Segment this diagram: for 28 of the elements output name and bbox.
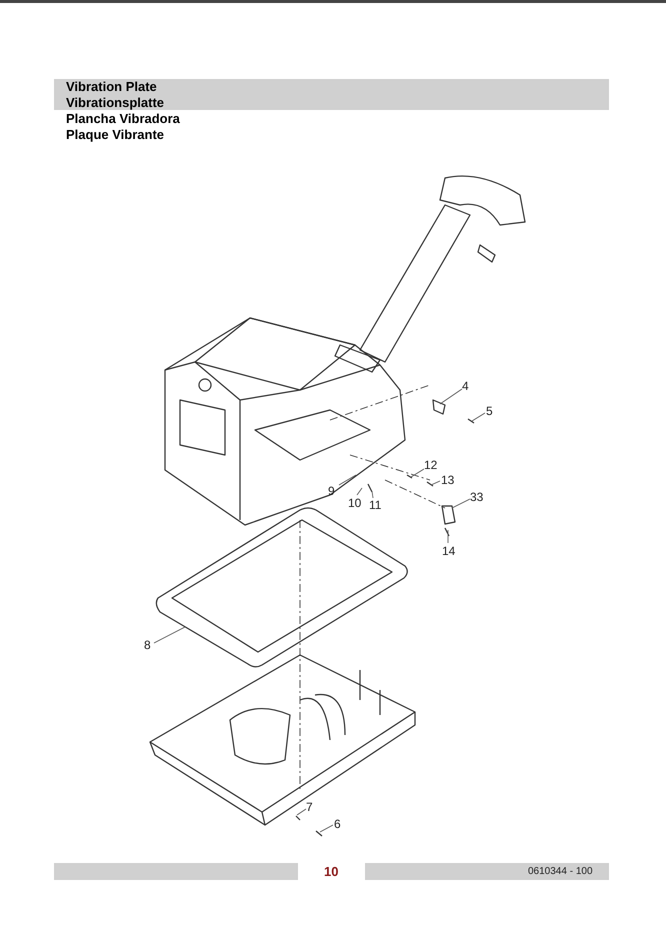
subtitle: Plaque Vibrante — [66, 127, 164, 143]
subtitle: Plancha Vibradora — [66, 111, 180, 127]
callout-number: 5 — [486, 404, 493, 418]
callout-number: 11 — [369, 498, 382, 512]
title: Vibration Plate — [66, 79, 157, 95]
callout-number: 13 — [441, 473, 454, 487]
leader-line — [372, 490, 374, 498]
callout-number: 6 — [334, 817, 341, 831]
callout-number: 12 — [424, 458, 438, 472]
callout-number: 14 — [442, 544, 456, 558]
leader-line — [356, 488, 362, 496]
document-number: 0610344 - 100 — [528, 865, 593, 879]
leader-line — [320, 824, 334, 832]
leader-line — [296, 808, 306, 816]
leader-line — [154, 626, 186, 644]
leader-line — [472, 412, 486, 422]
page-number: 10 — [324, 864, 338, 880]
callout-number: 4 — [462, 379, 469, 393]
leader-line — [440, 388, 462, 404]
callout-number: 8 — [144, 638, 151, 652]
callout-number: 10 — [348, 496, 362, 510]
subtitle: Vibrationsplatte — [66, 95, 164, 111]
callout-number: 33 — [470, 490, 484, 504]
leader-line — [430, 480, 440, 486]
callout-number: 7 — [306, 800, 313, 814]
leader-line — [410, 468, 424, 478]
leader-line — [452, 498, 470, 508]
leader-line — [338, 474, 356, 486]
